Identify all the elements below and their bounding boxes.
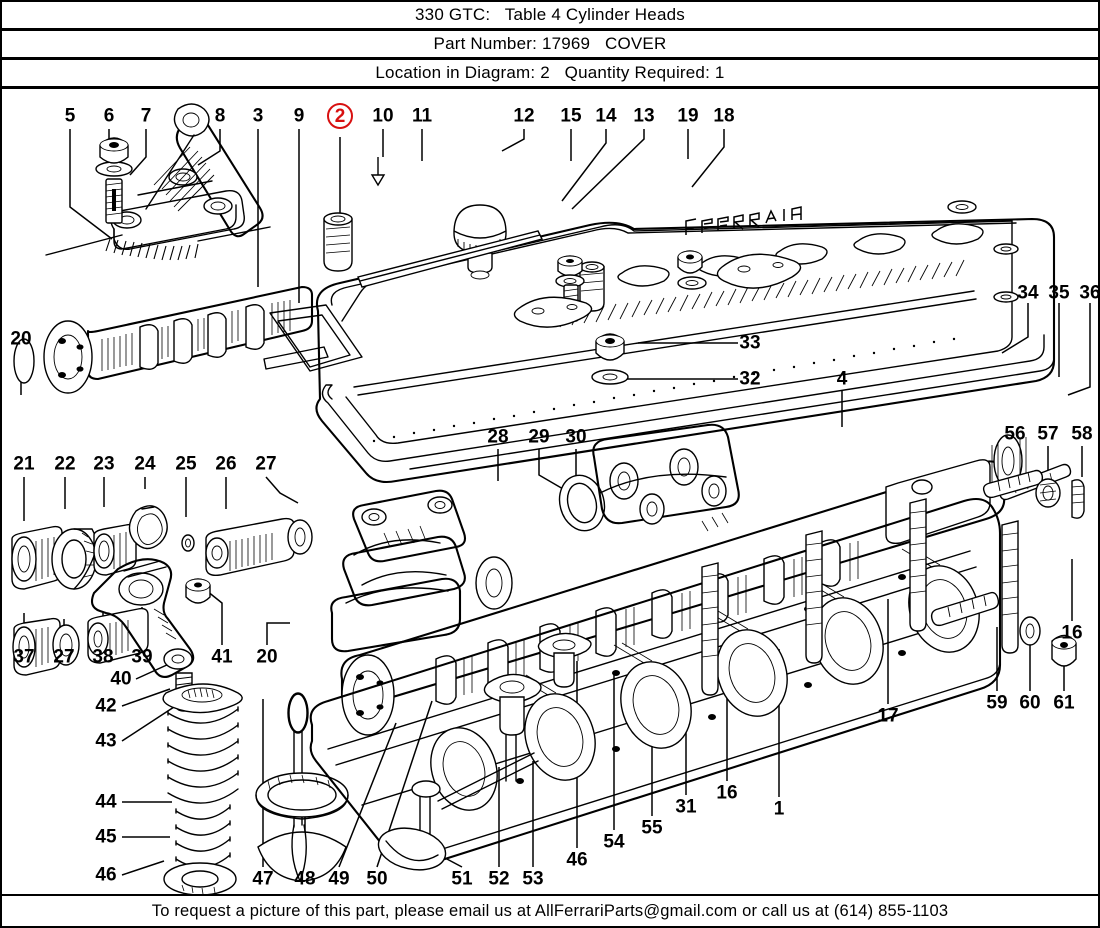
callout-22[interactable]: 22 [54,453,76,475]
callout-1[interactable]: 1 [773,798,785,820]
small-hardware-right [982,469,1085,519]
callout-24[interactable]: 24 [134,453,156,475]
callout-16[interactable]: 16 [716,782,738,804]
callout-56[interactable]: 56 [1004,423,1026,445]
cam-end-ring [288,693,308,733]
callout-40[interactable]: 40 [110,668,132,690]
callout-48[interactable]: 48 [294,868,316,890]
header-part-number-row: Part Number: 17969 COVER [0,29,1100,59]
callout-51[interactable]: 51 [451,868,473,890]
callout-47[interactable]: 47 [252,868,274,890]
bottom-detail [377,827,447,871]
callout-45[interactable]: 45 [95,826,117,848]
callout-30[interactable]: 30 [565,426,587,448]
callout-12[interactable]: 12 [513,105,535,127]
cam-cover-group [269,157,1056,484]
callout-31[interactable]: 31 [675,796,697,818]
callout-41[interactable]: 41 [211,646,233,668]
location-quantity-text: Location in Diagram: 2 Quantity Required… [375,63,725,82]
callout-18[interactable]: 18 [713,105,735,127]
callout-46[interactable]: 46 [95,864,117,886]
cam-cap-hardware [591,333,740,532]
callout-5[interactable]: 5 [64,105,76,127]
valve-spring-stack [162,683,243,894]
callout-23[interactable]: 23 [93,453,115,475]
callout-53[interactable]: 53 [522,868,544,890]
cam-bearing-caps [330,474,606,653]
callout-49[interactable]: 49 [328,868,350,890]
callout-59[interactable]: 59 [986,692,1008,714]
callout-17[interactable]: 17 [877,705,899,727]
callout-32[interactable]: 32 [739,368,761,390]
callout-8[interactable]: 8 [214,105,226,127]
callout-50[interactable]: 50 [366,868,388,890]
callout-52[interactable]: 52 [488,868,510,890]
callout-27[interactable]: 27 [255,453,277,475]
callout-16[interactable]: 16 [1061,622,1083,644]
callout-26[interactable]: 26 [215,453,237,475]
callout-21[interactable]: 21 [13,453,35,475]
header-title-row: 330 GTC: Table 4 Cylinder Heads [0,0,1100,30]
callout-54[interactable]: 54 [603,831,625,853]
callout-20[interactable]: 20 [256,646,278,668]
callout-46[interactable]: 46 [566,849,588,871]
callout-61[interactable]: 61 [1053,692,1075,714]
diagram-linework: .ln { fill:none; stroke:#000; stroke-wid… [11,103,1091,894]
callout-11[interactable]: 11 [411,105,433,127]
callout-25[interactable]: 25 [175,453,197,475]
upper-camshaft [13,285,329,394]
ferrari-script-logo [685,206,802,235]
callout-29[interactable]: 29 [528,426,550,448]
exploded-diagram: .ln { fill:none; stroke:#000; stroke-wid… [0,87,1100,896]
part-number-text: Part Number: 17969 COVER [433,34,667,53]
callout-6[interactable]: 6 [103,105,115,127]
callout-38[interactable]: 38 [92,646,114,668]
rocker-bearings-row [11,505,313,590]
callout-28[interactable]: 28 [487,426,509,448]
callout-39[interactable]: 39 [131,646,153,668]
callout-3[interactable]: 3 [252,105,264,127]
callout-58[interactable]: 58 [1071,423,1093,445]
callout-35[interactable]: 35 [1048,282,1070,304]
callout-33[interactable]: 33 [739,332,761,354]
callout-13[interactable]: 13 [633,105,655,127]
callout-44[interactable]: 44 [95,791,117,813]
callout-15[interactable]: 15 [560,105,582,127]
callout-2-highlighted[interactable]: 2 [327,103,353,129]
callout-42[interactable]: 42 [95,695,117,717]
callout-9[interactable]: 9 [293,105,305,127]
callout-36[interactable]: 36 [1079,282,1100,304]
callout-4[interactable]: 4 [836,368,848,390]
callout-57[interactable]: 57 [1037,423,1059,445]
footer-contact-row: To request a picture of this part, pleas… [0,894,1100,928]
callout-14[interactable]: 14 [595,105,617,127]
callout-37[interactable]: 37 [13,646,35,668]
contact-text: To request a picture of this part, pleas… [151,901,949,920]
callout-34[interactable]: 34 [1017,282,1039,304]
callout-7[interactable]: 7 [140,105,152,127]
callout-60[interactable]: 60 [1019,692,1041,714]
valve-train-detail [411,632,592,856]
page-title: 330 GTC: Table 4 Cylinder Heads [415,5,685,24]
callout-55[interactable]: 55 [641,817,663,839]
callout-43[interactable]: 43 [95,730,117,752]
callout-20[interactable]: 20 [10,328,32,350]
callout-19[interactable]: 19 [677,105,699,127]
callout-10[interactable]: 10 [372,105,394,127]
header-location-row: Location in Diagram: 2 Quantity Required… [0,58,1100,88]
camshaft-support-bracket-group [45,103,271,261]
callout-27[interactable]: 27 [53,646,75,668]
